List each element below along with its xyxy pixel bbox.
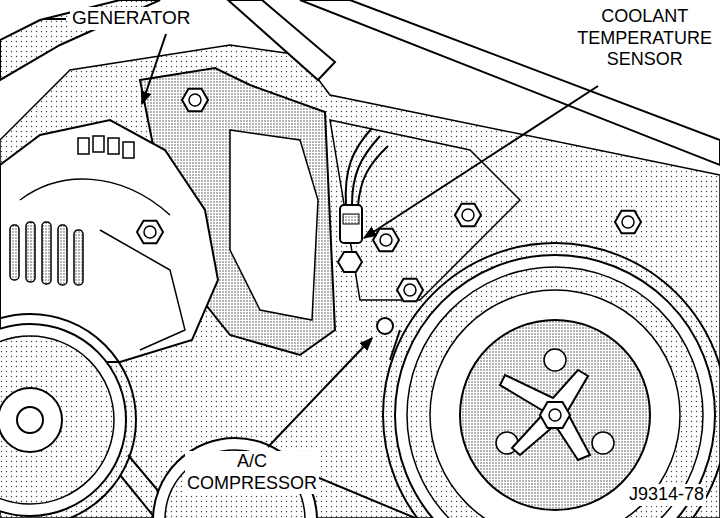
part-label: A/C COMPRESSOR — [185, 451, 319, 494]
generator — [78, 138, 89, 154]
generator — [58, 225, 67, 285]
compressor-pulley — [395, 255, 715, 518]
generator-pulley — [0, 388, 62, 452]
belt — [390, 330, 400, 360]
bolt — [137, 221, 163, 244]
bolt — [455, 204, 481, 227]
generator — [100, 230, 185, 350]
leader-line — [44, 18, 66, 20]
bolt — [182, 89, 208, 112]
compressor-pulley — [500, 370, 590, 460]
belt — [383, 243, 720, 518]
label-text: J9314-78 — [627, 484, 706, 506]
bolt — [615, 211, 641, 234]
generator — [78, 136, 134, 158]
compressor-pulley — [407, 267, 703, 518]
generator-pulley — [0, 336, 114, 504]
hose — [228, 0, 335, 80]
coolant-sensor — [343, 214, 359, 224]
part-label: COOLANT TEMPERATURE SENSOR — [575, 6, 714, 71]
belt — [120, 475, 155, 518]
compressor-pulley — [544, 349, 566, 371]
generator — [20, 179, 170, 215]
compressor-pulley — [460, 320, 650, 510]
bolt — [377, 318, 393, 334]
generator — [108, 138, 119, 154]
generator — [26, 222, 35, 282]
generator — [10, 225, 19, 280]
label-text: COOLANT TEMPERATURE SENSOR — [575, 6, 714, 71]
leader-line — [268, 338, 372, 447]
bolt — [137, 89, 641, 334]
leader-line — [142, 34, 166, 104]
label-text: A/C COMPRESSOR — [185, 451, 319, 494]
leader-line — [44, 19, 598, 447]
belt — [0, 243, 720, 518]
bolt — [397, 279, 423, 302]
figure-number: J9314-78 — [627, 484, 706, 506]
generator — [10, 222, 83, 285]
belt — [0, 314, 136, 518]
front-cover — [230, 130, 318, 320]
generator — [74, 230, 83, 285]
compressor-pulley — [549, 409, 561, 421]
generator — [93, 136, 104, 152]
generator — [123, 142, 134, 158]
coolant-sensor — [338, 252, 362, 272]
coolant-sensor — [340, 205, 362, 243]
bolt — [373, 229, 399, 252]
compressor-pulley — [395, 255, 715, 518]
generator-pulley — [0, 324, 126, 516]
generator-pulley — [17, 407, 43, 433]
generator-pulley — [0, 324, 126, 516]
part-label: GENERATOR — [70, 7, 193, 30]
leader-line — [364, 86, 598, 238]
label-text: GENERATOR — [70, 7, 193, 30]
generator — [42, 222, 51, 284]
compressor-pulley — [592, 432, 614, 454]
coolant-sensor — [346, 128, 388, 206]
coolant-sensor — [338, 128, 388, 272]
compressor-pulley — [540, 402, 570, 428]
